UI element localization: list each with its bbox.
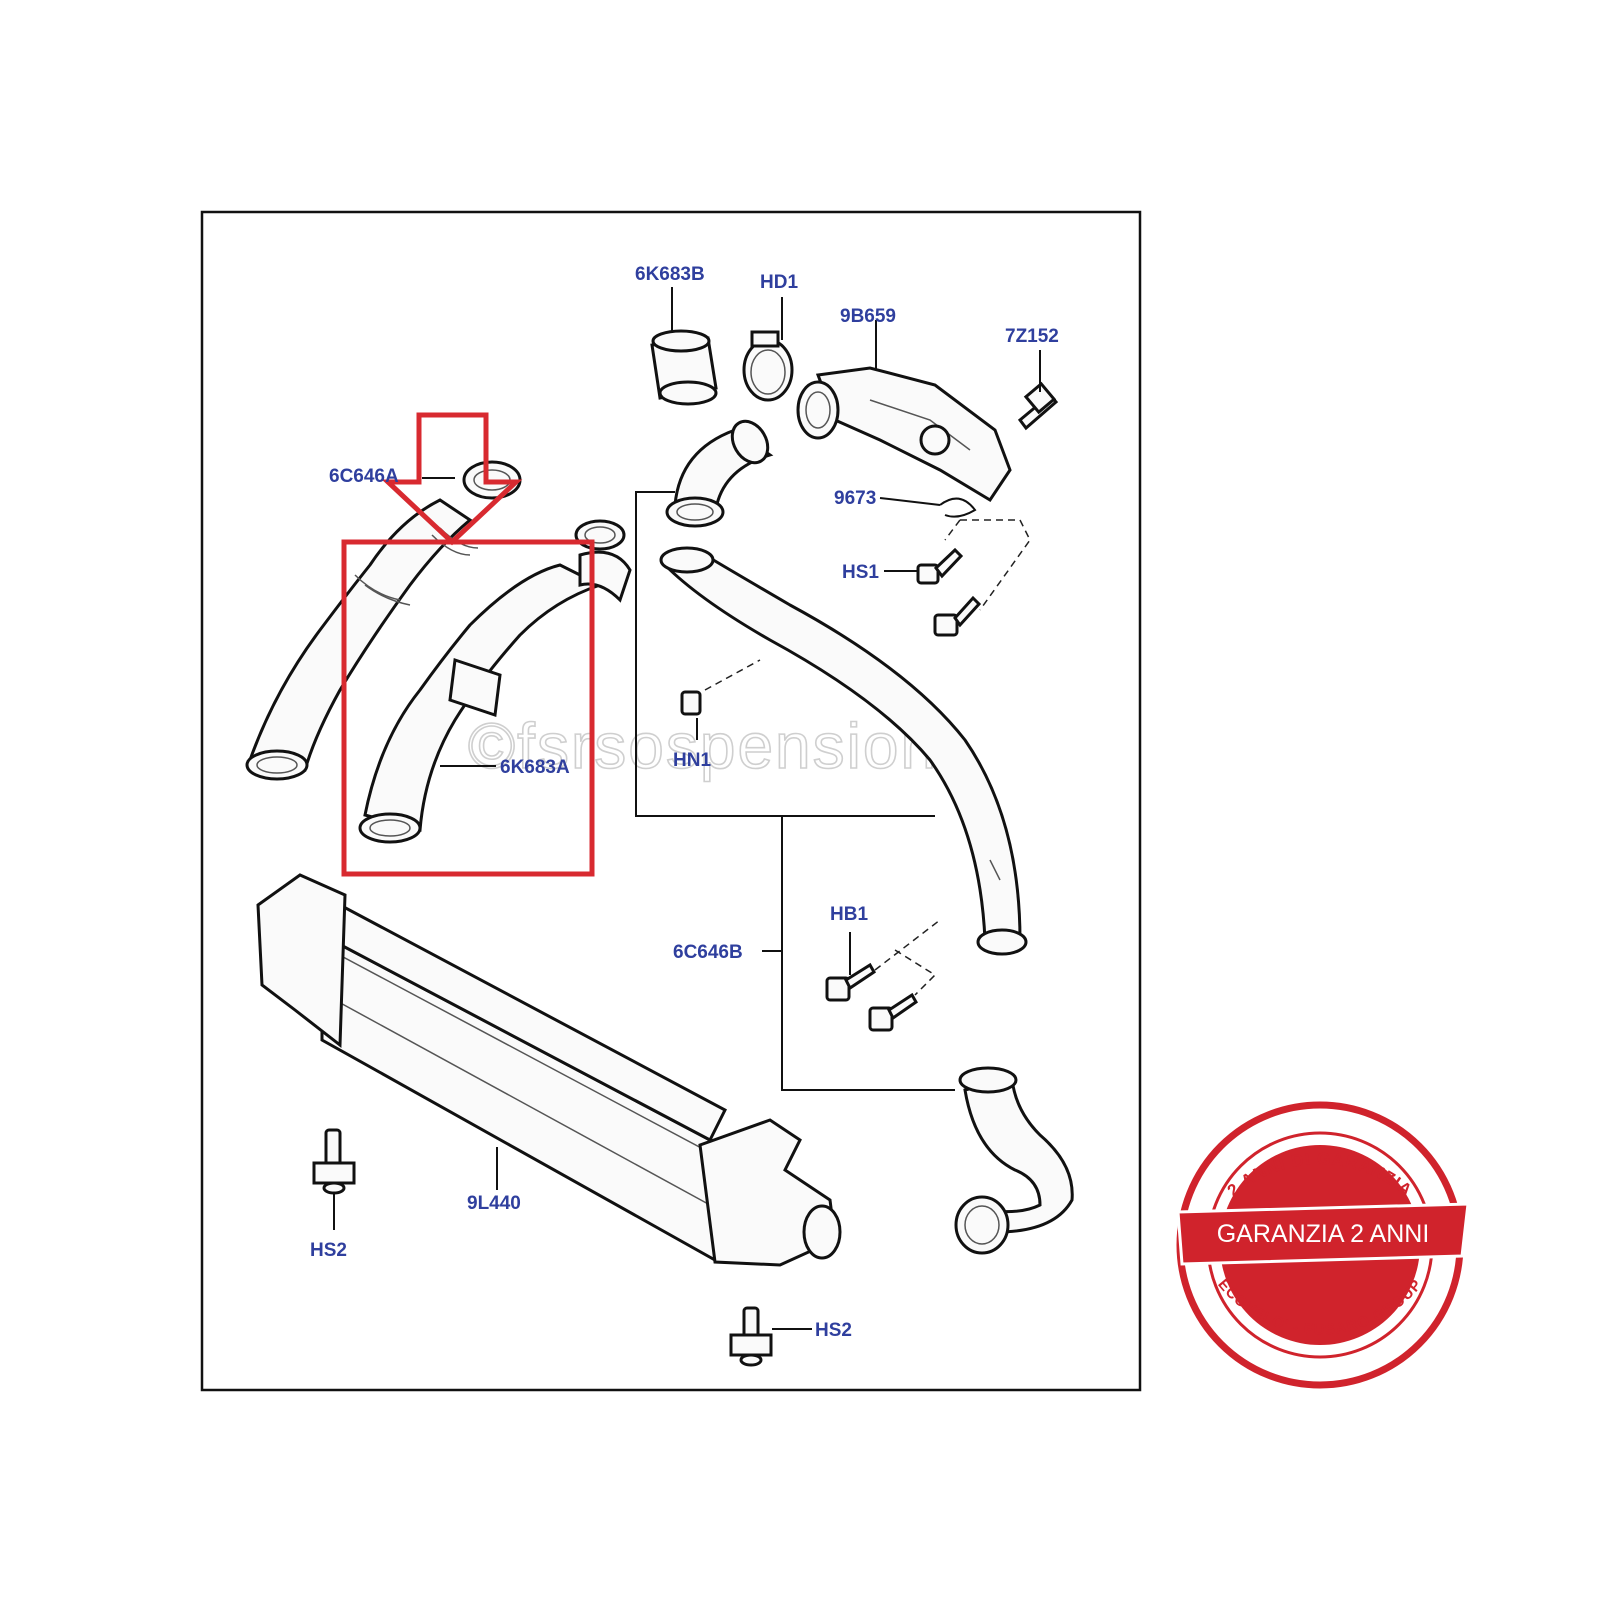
- bolt-icon: [312, 1128, 356, 1195]
- label-6c646a: 6C646A: [329, 466, 399, 487]
- throttle-housing-icon: [796, 366, 1012, 503]
- elbow-hose-icon: [954, 1066, 1074, 1255]
- elbow-hose-icon: [665, 419, 774, 528]
- hose-clamp-icon: [742, 330, 794, 402]
- label-6k683b: 6K683B: [635, 264, 705, 285]
- label-9l440: 9L440: [467, 1193, 521, 1214]
- badge-banner-text: GARANZIA 2 ANNI: [1217, 1220, 1430, 1248]
- bolt-icon: [868, 992, 918, 1032]
- bolt-icon: [1017, 381, 1059, 431]
- label-hs1: HS1: [842, 562, 879, 583]
- bolt-icon: [729, 1306, 773, 1367]
- label-9b659: 9B659: [840, 306, 896, 327]
- label-hs2-left: HS2: [310, 1240, 347, 1261]
- label-9673: 9673: [834, 488, 876, 509]
- warranty-badge: 2 ANNI DI GARANZIA ECOVELO' - FUSARO GRO…: [1176, 1101, 1470, 1389]
- highlight-box: [341, 539, 595, 877]
- label-7z152: 7Z152: [1005, 326, 1059, 347]
- intercooler-icon: [256, 873, 842, 1267]
- intercooler-pipe-icon: [659, 546, 1028, 956]
- coupling-tube-icon: [650, 329, 718, 406]
- label-6k683a: 6K683A: [500, 757, 570, 778]
- highlight-arrow-icon: [381, 412, 523, 546]
- label-hb1: HB1: [830, 904, 868, 925]
- bolt-icon: [825, 962, 876, 1002]
- bolt-icon: [916, 547, 964, 585]
- watermark-text: ©fsrsospensioni: [468, 710, 954, 782]
- bolt-icon: [933, 595, 982, 637]
- label-hn1: HN1: [673, 750, 711, 771]
- badge-banner: [1176, 1202, 1470, 1266]
- nut-icon: [680, 690, 702, 716]
- label-hd1: HD1: [760, 272, 798, 293]
- label-6c646b: 6C646B: [673, 942, 743, 963]
- label-hs2-bottom: HS2: [815, 1320, 852, 1341]
- clip-icon: [939, 497, 977, 518]
